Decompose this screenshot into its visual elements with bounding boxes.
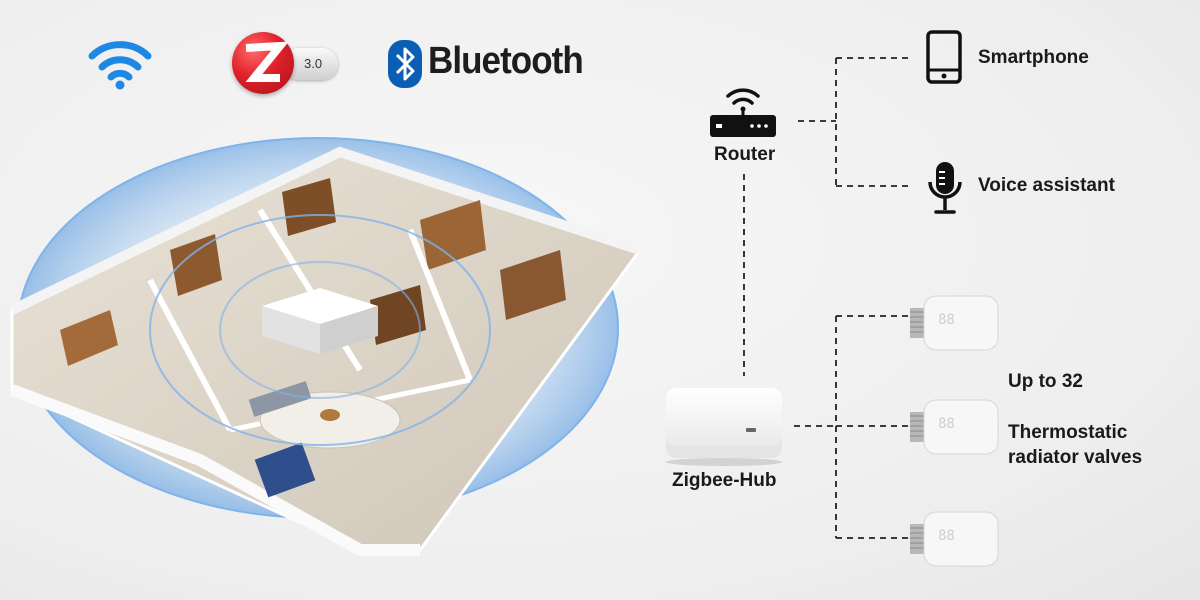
- smartphone-icon: [926, 30, 962, 84]
- bluetooth-label: Bluetooth: [428, 40, 584, 82]
- svg-text:88: 88: [938, 416, 955, 432]
- valve-count-label: Up to 32: [1008, 371, 1083, 392]
- thermostatic-valve-icon: 88: [910, 399, 999, 455]
- house-hub: [262, 288, 378, 354]
- bluetooth-icon: [388, 40, 422, 88]
- microphone-icon: [928, 162, 962, 214]
- svg-text:88: 88: [938, 528, 955, 544]
- router-icon: [710, 88, 776, 137]
- zigbee-hub-label: Zigbee-Hub: [672, 470, 777, 491]
- signal-ring-inner: [149, 214, 491, 446]
- svg-text:88: 88: [938, 312, 955, 328]
- wifi-icon: [88, 41, 152, 90]
- zigbee-version: 3.0: [304, 56, 323, 71]
- valve-label: Thermostatic radiator valves: [1008, 422, 1143, 468]
- voice-assistant-label: Voice assistant: [978, 175, 1115, 196]
- smartphone-label: Smartphone: [978, 47, 1089, 68]
- smart-home-illustration: [9, 137, 640, 556]
- thermostatic-valve-icon: 88: [910, 511, 999, 567]
- thermostatic-valve-icon: 88: [910, 295, 999, 351]
- zigbee-hub-icon: [666, 388, 782, 466]
- zigbee-logo: 3.0: [232, 30, 342, 98]
- router-label: Router: [714, 144, 776, 165]
- zigbee-logo-icon: [232, 32, 294, 94]
